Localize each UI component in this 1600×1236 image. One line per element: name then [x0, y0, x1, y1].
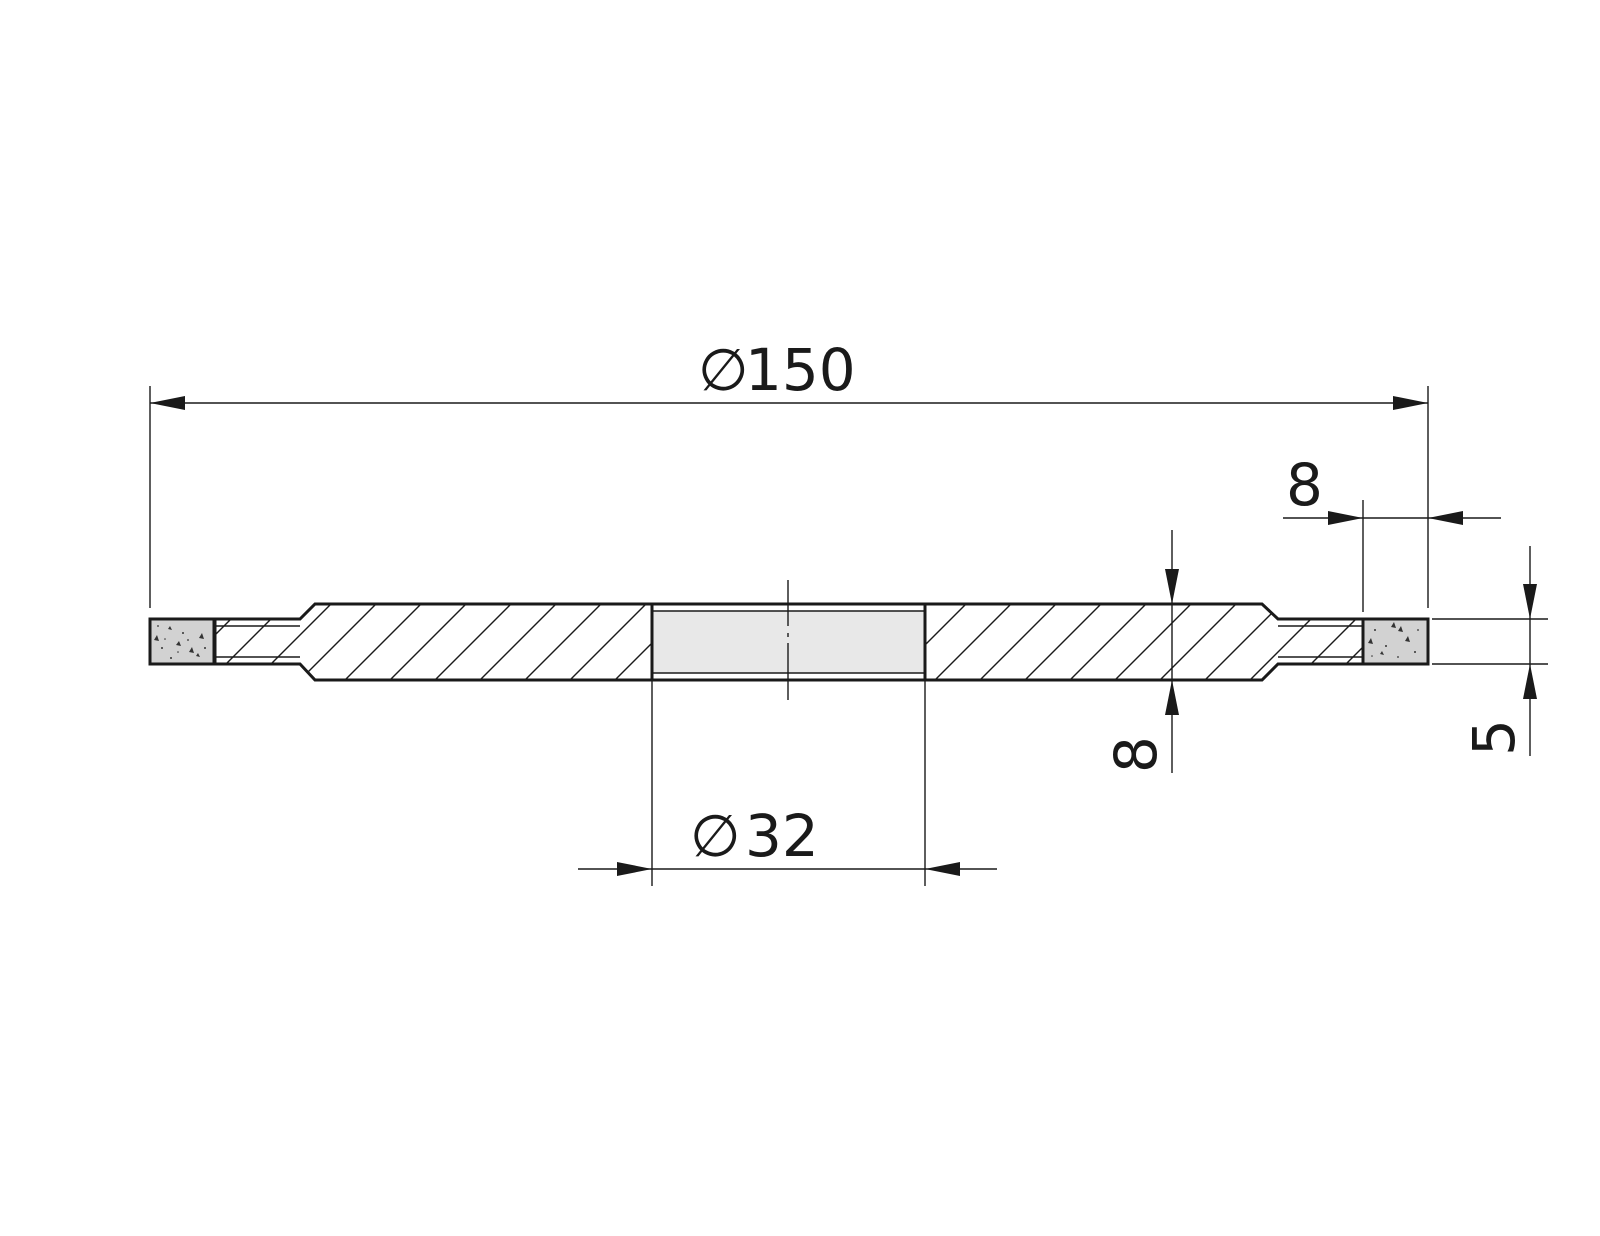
arrowhead-icon — [1428, 511, 1463, 525]
outer-diameter-value: 150 — [745, 336, 856, 404]
dimension-bore-diameter: ∅ 32 — [578, 672, 997, 886]
rim-thickness-value: 5 — [1460, 719, 1528, 756]
arrowhead-icon — [150, 396, 185, 410]
wheel-body-left — [212, 602, 654, 682]
arrowhead-icon — [1523, 664, 1537, 699]
diameter-icon: ∅ — [690, 802, 741, 870]
bore-diameter-value: 32 — [745, 802, 819, 870]
arrowhead-icon — [617, 862, 652, 876]
wheel-body-right — [923, 602, 1365, 682]
arrowhead-icon — [1393, 396, 1428, 410]
abrasive-grain-texture — [1368, 622, 1419, 658]
arrowhead-icon — [1523, 584, 1537, 619]
arrowhead-icon — [925, 862, 960, 876]
right-abrasive-segment — [1361, 617, 1430, 666]
abrasive-grain-texture — [154, 625, 206, 659]
dimension-rim-thickness: 5 — [1432, 546, 1548, 756]
diameter-icon: ∅ — [698, 336, 749, 404]
arrowhead-icon — [1328, 511, 1363, 525]
arrowhead-icon — [1165, 569, 1179, 604]
rim-width-value: 8 — [1286, 451, 1323, 519]
dimension-hub-thickness: 8 — [1102, 530, 1179, 773]
arrowhead-icon — [1165, 680, 1179, 715]
left-abrasive-segment — [148, 617, 217, 666]
dimension-rim-width: 8 — [1283, 451, 1501, 612]
hub-thickness-value: 8 — [1102, 736, 1170, 773]
dimension-outer-diameter: ∅ 150 — [149, 336, 1429, 608]
